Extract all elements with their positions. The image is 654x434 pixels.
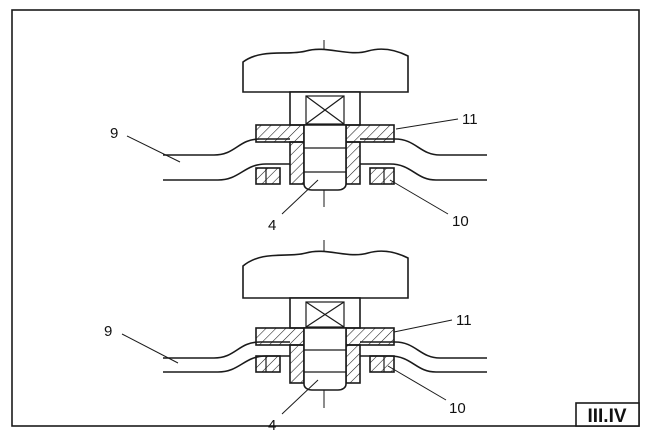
- lower-leader-10: [387, 365, 447, 401]
- upper-label-9: 9: [110, 125, 118, 142]
- upper-bush-right: [345, 141, 361, 185]
- lower-leader-9: [121, 333, 179, 364]
- lower-sheet-right-bottom: [360, 355, 487, 373]
- lower-leader-11: [393, 319, 453, 333]
- upper-leader-10: [389, 179, 449, 215]
- lower-sheet-left-bottom: [163, 355, 290, 373]
- lower-bush-left: [289, 344, 305, 384]
- lower-machine-body: [242, 250, 409, 299]
- upper-assembly: [126, 40, 487, 215]
- lower-assembly: [121, 240, 487, 415]
- lower-sheet-left-top: [163, 341, 290, 359]
- lower-sheet-right-top: [360, 341, 487, 359]
- title-block-text: III.IV: [587, 406, 626, 427]
- upper-label-4: 4: [268, 217, 276, 234]
- upper-label-10: 10: [452, 213, 469, 230]
- lower-label-11: 11: [456, 312, 472, 329]
- upper-washer-right: [369, 167, 395, 185]
- upper-leader-4: [281, 179, 319, 215]
- title-block: [575, 402, 640, 427]
- lower-leader-4: [281, 379, 319, 415]
- lower-label-9: 9: [104, 323, 112, 340]
- upper-machine-body: [242, 48, 409, 93]
- upper-sheet-left-bottom: [163, 163, 290, 181]
- lower-label-4: 4: [268, 417, 276, 434]
- upper-sheet-left-top: [163, 138, 290, 156]
- upper-leader-9: [126, 135, 181, 163]
- lower-label-10: 10: [449, 400, 466, 417]
- upper-label-11: 11: [462, 111, 478, 128]
- lower-washer-left: [255, 355, 281, 373]
- upper-crossbox: [289, 91, 361, 126]
- upper-leader-11: [395, 118, 459, 130]
- drawing-frame: [11, 9, 640, 427]
- upper-washer-left: [255, 167, 281, 185]
- lower-bush-right: [345, 344, 361, 384]
- upper-pin: [303, 124, 347, 191]
- upper-sheet-right-top: [360, 138, 487, 156]
- upper-bush-left: [289, 141, 305, 185]
- lower-washer-right: [369, 355, 395, 373]
- lower-pin: [303, 327, 347, 391]
- upper-sheet-right-bottom: [360, 163, 487, 181]
